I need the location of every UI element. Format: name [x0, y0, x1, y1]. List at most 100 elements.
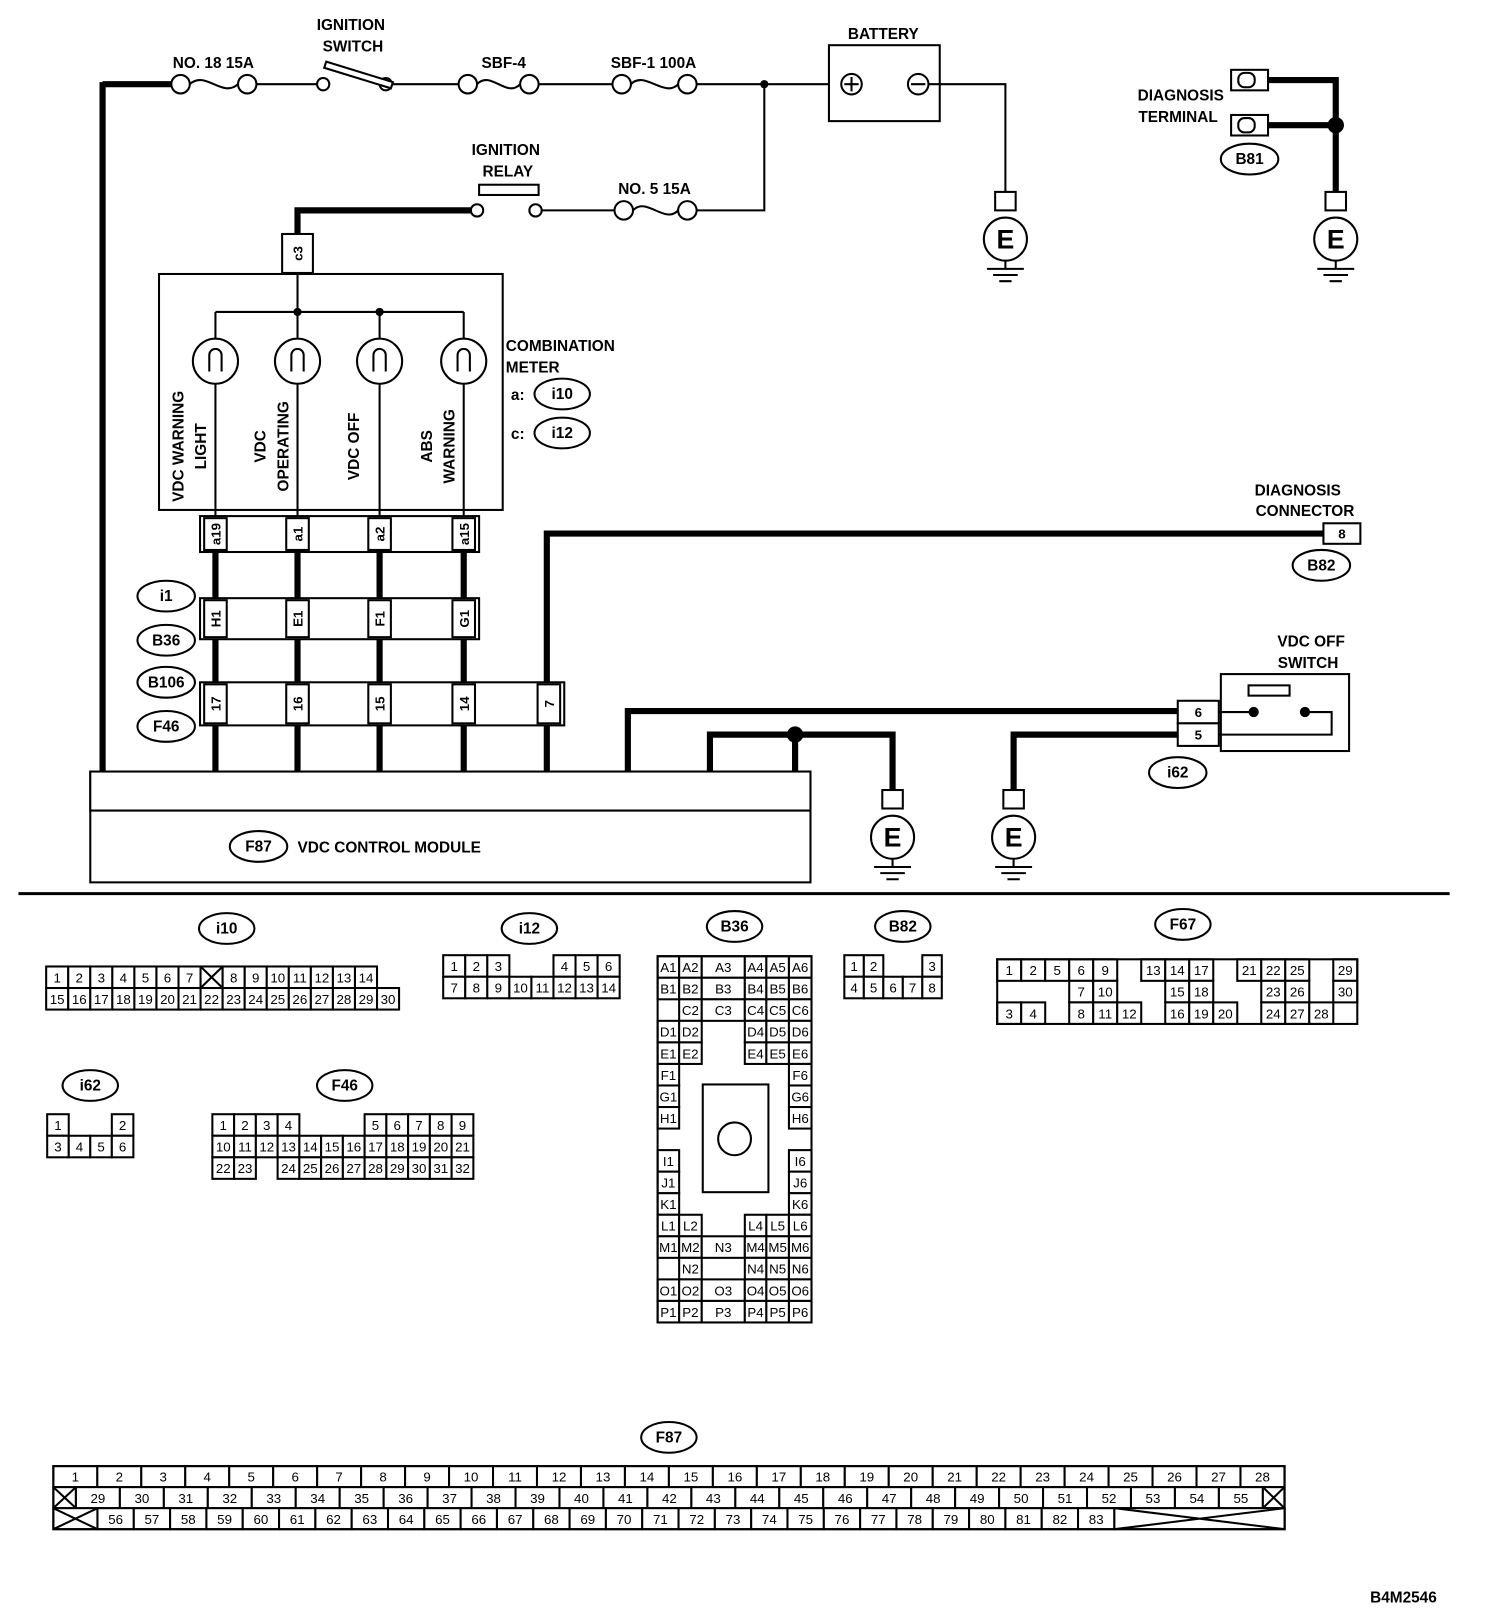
pin-number: E6 [792, 1046, 808, 1061]
connector-view-id: i10 [216, 921, 237, 938]
pin-number: 3 [928, 959, 935, 974]
pin-number: 60 [253, 1512, 268, 1527]
pin-number: 61 [290, 1512, 305, 1527]
pin-number: 7 [451, 981, 458, 996]
pin-number: 22 [216, 1161, 231, 1176]
pin-number: 48 [926, 1491, 941, 1506]
connector-pin [536, 683, 562, 725]
pin-number: 1 [1005, 963, 1012, 978]
ignition-switch-label: IGNITION [317, 17, 385, 34]
pin-number: 2 [116, 1470, 123, 1485]
pin-number: P3 [715, 1305, 731, 1320]
pin-number: 81 [1016, 1512, 1031, 1527]
pin-number: 29 [390, 1161, 405, 1176]
pin-number: 3 [54, 1140, 61, 1155]
ignition-relay-label: IGNITION [472, 142, 540, 159]
connector-pin [451, 683, 477, 725]
pin-number: 5 [372, 1118, 379, 1133]
pin-number: P4 [747, 1305, 764, 1320]
pin-label: a1 [291, 526, 306, 541]
combination-meter-label: COMBINATION [506, 338, 615, 355]
pin-number: 7 [186, 970, 193, 985]
vdc-off-switch-label: SWITCH [1278, 655, 1339, 672]
connector-pin [367, 683, 392, 725]
connector-id-f46-label: F46 [153, 719, 179, 736]
pin-number: 28 [1255, 1470, 1270, 1485]
connector-pin [203, 517, 228, 551]
pin-number: 33 [266, 1491, 281, 1506]
pin-number: 25 [270, 992, 285, 1007]
connector-pin [451, 599, 477, 639]
pin-label: a19 [209, 523, 224, 545]
pin-number: A6 [792, 960, 808, 975]
lamp-bulb-icon: VDC OFF [346, 311, 404, 517]
pin-label: 15 [373, 696, 388, 711]
pin-number: E2 [682, 1046, 698, 1061]
pin-number: 24 [1079, 1470, 1094, 1485]
pin-number: K1 [660, 1197, 676, 1212]
pin-number: 30 [412, 1161, 427, 1176]
pin-number: 16 [1170, 1006, 1185, 1021]
pin-number: 22 [1266, 963, 1281, 978]
pin-number: 35 [354, 1491, 369, 1506]
pin-number: 4 [76, 1140, 84, 1155]
pin-number: 16 [72, 992, 87, 1007]
pin-number: L2 [683, 1219, 698, 1234]
connector-id-i1 [136, 579, 196, 613]
pin-number: 14 [640, 1470, 655, 1485]
pin-number: C5 [769, 1003, 786, 1018]
pin-number: I1 [663, 1154, 674, 1169]
pin-number: 10 [270, 970, 285, 985]
connector-id-i12: i12 [552, 425, 573, 442]
pin-number: 55 [1233, 1491, 1248, 1506]
connector-prefix: c: [511, 426, 525, 443]
pin-number: P1 [660, 1305, 676, 1320]
connector-pin [367, 599, 392, 639]
pin-number: 15 [1170, 985, 1185, 1000]
pin-number: 32 [455, 1161, 470, 1176]
pin-number: 80 [980, 1512, 995, 1527]
fuse-sbf4-icon [476, 79, 521, 90]
pin-number: 78 [907, 1512, 922, 1527]
pin-number: 12 [259, 1140, 274, 1155]
pin-number: 24 [281, 1161, 296, 1176]
pin-number: 30 [134, 1491, 149, 1506]
pin-number: 16 [346, 1140, 361, 1155]
connector-pin [367, 517, 392, 551]
pin-number: 6 [291, 1470, 298, 1485]
pin-number: O2 [682, 1283, 700, 1298]
pin-number: 2 [241, 1118, 248, 1133]
lamp-label: VDC [253, 430, 270, 462]
unused-pin-icon [52, 1486, 77, 1509]
pin-number: 26 [292, 992, 307, 1007]
pin-number: N4 [747, 1262, 765, 1277]
pin-number: O1 [659, 1283, 677, 1298]
pin-label: 17 [209, 696, 224, 711]
ignition-switch-label: SWITCH [323, 38, 384, 55]
pin-number: 29 [359, 992, 374, 1007]
pin-number: 54 [1190, 1491, 1205, 1506]
pin-number: C2 [682, 1003, 699, 1018]
pin-number: O6 [791, 1283, 809, 1298]
pin-number: 26 [325, 1161, 340, 1176]
pin-number: 19 [859, 1470, 874, 1485]
vdc-control-module: F87 VDC CONTROL MODULE [89, 770, 812, 884]
connector-id-f87: F87 [245, 839, 272, 856]
pin-number: 24 [1266, 1006, 1281, 1021]
pin-number: 26 [1167, 1470, 1182, 1485]
pin-number: 5 [870, 981, 877, 996]
pin-number: 11 [293, 970, 307, 985]
pin-label: H1 [209, 610, 224, 628]
pin-number: 19 [412, 1140, 427, 1155]
diagnosis-terminal-label: DIAGNOSIS [1138, 88, 1224, 105]
pin-number: 11 [508, 1470, 522, 1485]
pin-number: 4 [561, 959, 569, 974]
pin-number: 8 [1078, 1006, 1085, 1021]
diagnosis-connector-label: CONNECTOR [1256, 503, 1355, 520]
pin-number: 3 [160, 1470, 167, 1485]
pin-number: 13 [579, 981, 594, 996]
pin-number: B2 [682, 982, 698, 997]
lamp-label: OPERATING [275, 401, 292, 491]
